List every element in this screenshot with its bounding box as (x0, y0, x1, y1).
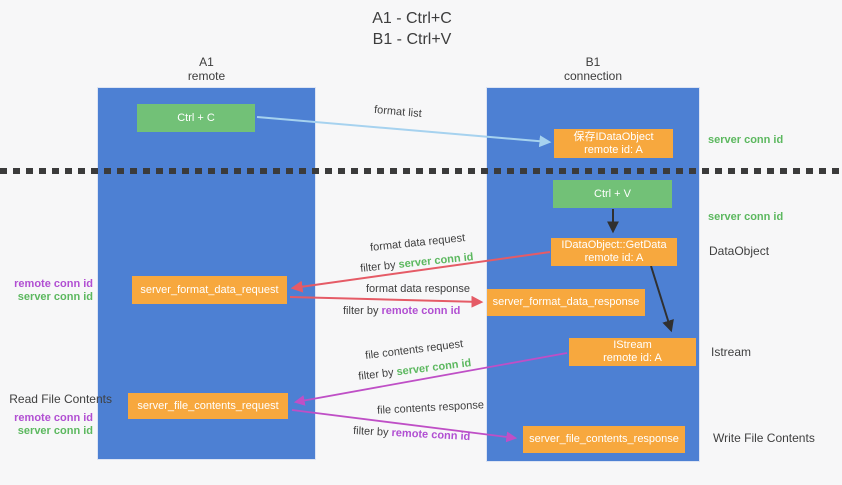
remote-conn-id-annotation-left-2: remote conn id (14, 412, 93, 424)
getdata-line1: IDataObject::GetData (561, 239, 667, 251)
remote-conn-id-annotation-left-1: remote conn id (14, 278, 93, 290)
write-file-contents-annotation: Write File Contents (713, 431, 815, 445)
format-data-response-label: format data response (366, 283, 470, 295)
diagram-title: A1 - Ctrl+C B1 - Ctrl+V (312, 8, 512, 50)
filter-by-text: filter by (359, 258, 400, 275)
format-data-request-filter-label: filter by server conn id (360, 251, 474, 276)
column-a1-name: A1 (199, 55, 214, 69)
filter-by-text: filter by (352, 424, 392, 439)
column-a1-subtitle: remote (187, 69, 226, 83)
file-contents-response-filter-label: filter by remote conn id (353, 425, 471, 444)
column-b1-subtitle: connection (563, 69, 623, 83)
read-file-contents-annotation: Read File Contents (9, 392, 112, 406)
ctrl-v-box: Ctrl + V (553, 180, 672, 208)
filter-by-text: filter by (357, 366, 398, 383)
save-idataobject-line2: remote id: A (584, 143, 643, 156)
dataobject-annotation: DataObject (709, 244, 770, 258)
column-header-b1: B1 connection (486, 55, 700, 83)
server-conn-id-annotation-2: server conn id (708, 211, 784, 223)
save-idataobject-line1: 保存IDataObject (573, 130, 654, 143)
save-idataobject-box: 保存IDataObject remote id: A (554, 129, 673, 158)
format-data-response-arrow (289, 295, 484, 308)
istream-line1: IStream (613, 339, 652, 351)
format-list-label: format list (373, 103, 423, 121)
server-file-contents-request-box: server_file_contents_request (128, 393, 288, 419)
server-conn-id-text: server conn id (397, 251, 474, 271)
server-conn-id-annotation-left-2: server conn id (17, 425, 93, 437)
title-line-1: A1 - Ctrl+C (372, 10, 452, 27)
ctrl-c-box: Ctrl + C (137, 104, 255, 132)
format-data-request-label: format data request (369, 232, 466, 254)
column-b1-name: B1 (585, 55, 601, 69)
server-format-data-request-box: server_format_data_request (132, 276, 287, 304)
istream-line2: remote id: A (603, 352, 662, 364)
istream-annotation: Istream (711, 345, 752, 359)
file-contents-response-label: file contents response (376, 399, 485, 417)
title-line-2: B1 - Ctrl+V (372, 31, 452, 48)
getdata-line2: remote id: A (584, 252, 644, 264)
server-conn-id-annotation-1: server conn id (708, 134, 784, 146)
column-header-a1: A1 remote (97, 55, 316, 83)
remote-conn-id-text: remote conn id (381, 305, 461, 317)
istream-box: IStream remote id: A (569, 338, 696, 366)
format-data-response-filter-label: filter by remote conn id (343, 305, 460, 318)
remote-conn-id-text: remote conn id (391, 426, 471, 444)
server-file-contents-response-box: server_file_contents_response (523, 426, 685, 453)
server-format-data-response-box: server_format_data_response (487, 289, 645, 316)
server-conn-id-text: server conn id (395, 357, 472, 379)
idataobject-getdata-box: IDataObject::GetData remote id: A (551, 238, 677, 266)
server-conn-id-annotation-left-1: server conn id (17, 291, 93, 303)
filter-by-text: filter by (343, 305, 382, 317)
copy-paste-separator-line (0, 168, 842, 174)
